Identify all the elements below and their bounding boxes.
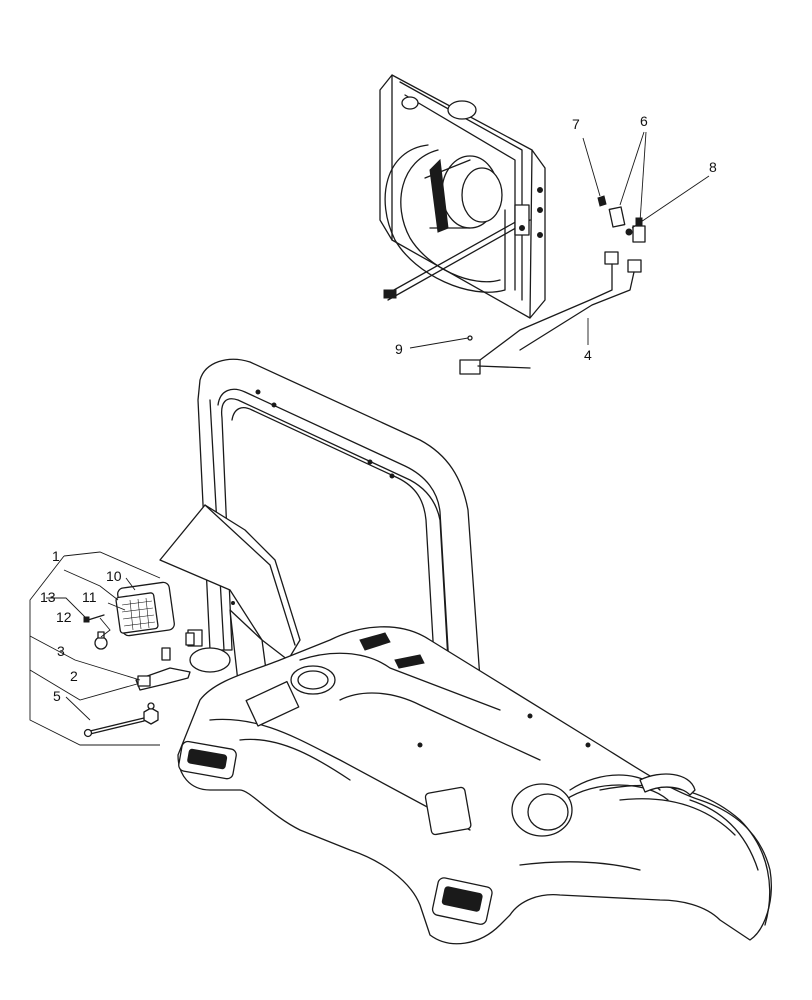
callout-2: 2 <box>70 668 78 684</box>
callout-labels: 1 10 13 11 12 3 2 5 7 6 8 4 9 <box>40 113 717 704</box>
radiator-assembly <box>379 74 546 319</box>
callout-4: 4 <box>584 347 592 363</box>
leader-lines-top <box>409 131 710 349</box>
callout-bracket-lines <box>29 551 161 746</box>
work-lamp <box>83 581 195 738</box>
callout-8: 8 <box>709 159 717 175</box>
platform-base <box>177 626 772 945</box>
callout-3: 3 <box>57 643 65 659</box>
callout-5: 5 <box>53 688 61 704</box>
callout-11: 11 <box>82 589 97 605</box>
callout-1: 1 <box>52 548 60 564</box>
switch-parts <box>597 195 646 243</box>
callout-9: 9 <box>395 341 403 357</box>
callout-10: 10 <box>106 568 122 584</box>
callout-12: 12 <box>56 609 72 625</box>
callout-7: 7 <box>572 116 580 132</box>
callout-6: 6 <box>640 113 648 129</box>
wiring-harness <box>459 251 642 375</box>
callout-13: 13 <box>40 589 56 605</box>
